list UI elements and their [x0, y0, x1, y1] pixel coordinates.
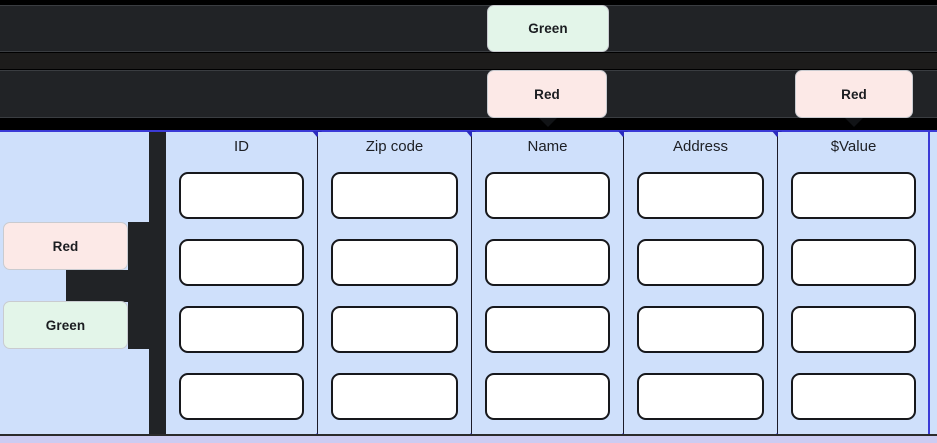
column-resize-handle-icon[interactable]: [772, 131, 782, 137]
table-cell[interactable]: [637, 172, 764, 219]
table-cell[interactable]: [791, 172, 916, 219]
column-header[interactable]: Name: [527, 138, 568, 155]
canvas-right-rule: [928, 132, 930, 434]
table-column-id: ID: [166, 131, 322, 439]
table-column-address: Address: [624, 131, 782, 439]
column-resize-handle-icon[interactable]: [466, 131, 476, 137]
bottom-band: [0, 436, 937, 443]
table-cell[interactable]: [637, 373, 764, 420]
sidebar-chip-red[interactable]: Red: [3, 222, 128, 270]
table-cell[interactable]: [791, 239, 916, 286]
toolbar-chip-red-center[interactable]: Red: [487, 70, 607, 118]
table-cell[interactable]: [791, 373, 916, 420]
divider-black-band: [0, 118, 937, 132]
table-cell[interactable]: [179, 373, 304, 420]
sidebar-dark-notch: [66, 270, 149, 302]
column-resize-handle-icon[interactable]: [312, 131, 322, 137]
column-header[interactable]: ID: [234, 138, 249, 155]
column-cells: [624, 162, 777, 434]
sidebar-chip-green[interactable]: Green: [3, 301, 128, 349]
column-resize-handle-icon[interactable]: [618, 131, 628, 137]
sidebar-dark-notch-upper: [128, 222, 149, 270]
toolbar-row-2[interactable]: [0, 70, 937, 118]
column-cells: [472, 162, 623, 434]
table-column-name: Name: [472, 131, 628, 439]
table-cell[interactable]: [179, 306, 304, 353]
table-cell[interactable]: [179, 172, 304, 219]
table-cell[interactable]: [637, 306, 764, 353]
column-cells: [778, 162, 929, 434]
sidebar-dark-notch-lower: [128, 301, 149, 349]
chip-pointer-icon-center: [539, 118, 557, 127]
table-cell[interactable]: [485, 373, 610, 420]
table-cell[interactable]: [485, 172, 610, 219]
column-header[interactable]: $Value: [830, 138, 877, 155]
table-column-value: $Value: [778, 132, 929, 434]
toolbar-chip-red-right[interactable]: Red: [795, 70, 913, 118]
table-column-zip-code: Zip code: [318, 131, 476, 439]
table-cell[interactable]: [791, 306, 916, 353]
table-cell[interactable]: [331, 306, 458, 353]
column-cells: [318, 162, 471, 434]
table-cell[interactable]: [331, 373, 458, 420]
canvas-right-rail: [930, 132, 937, 434]
toolbar-chip-green[interactable]: Green: [487, 5, 609, 52]
chip-pointer-icon-right: [845, 118, 863, 127]
column-header[interactable]: Zip code: [365, 138, 424, 155]
table-cell[interactable]: [179, 239, 304, 286]
toolbar-gap-strip: [0, 53, 937, 69]
data-table: ID Zip code Name Address $Value: [166, 131, 929, 439]
table-cell[interactable]: [637, 239, 764, 286]
toolbar-area: Green Red Red: [0, 0, 937, 128]
canvas-bottom-rule: [0, 434, 937, 436]
table-cell[interactable]: [485, 306, 610, 353]
table-cell[interactable]: [331, 172, 458, 219]
column-header[interactable]: Address: [672, 138, 729, 155]
column-cells: [166, 162, 317, 434]
toolbar-row-1[interactable]: [0, 5, 937, 52]
table-cell[interactable]: [485, 239, 610, 286]
table-cell[interactable]: [331, 239, 458, 286]
sidebar-divider-bar: [149, 132, 166, 443]
